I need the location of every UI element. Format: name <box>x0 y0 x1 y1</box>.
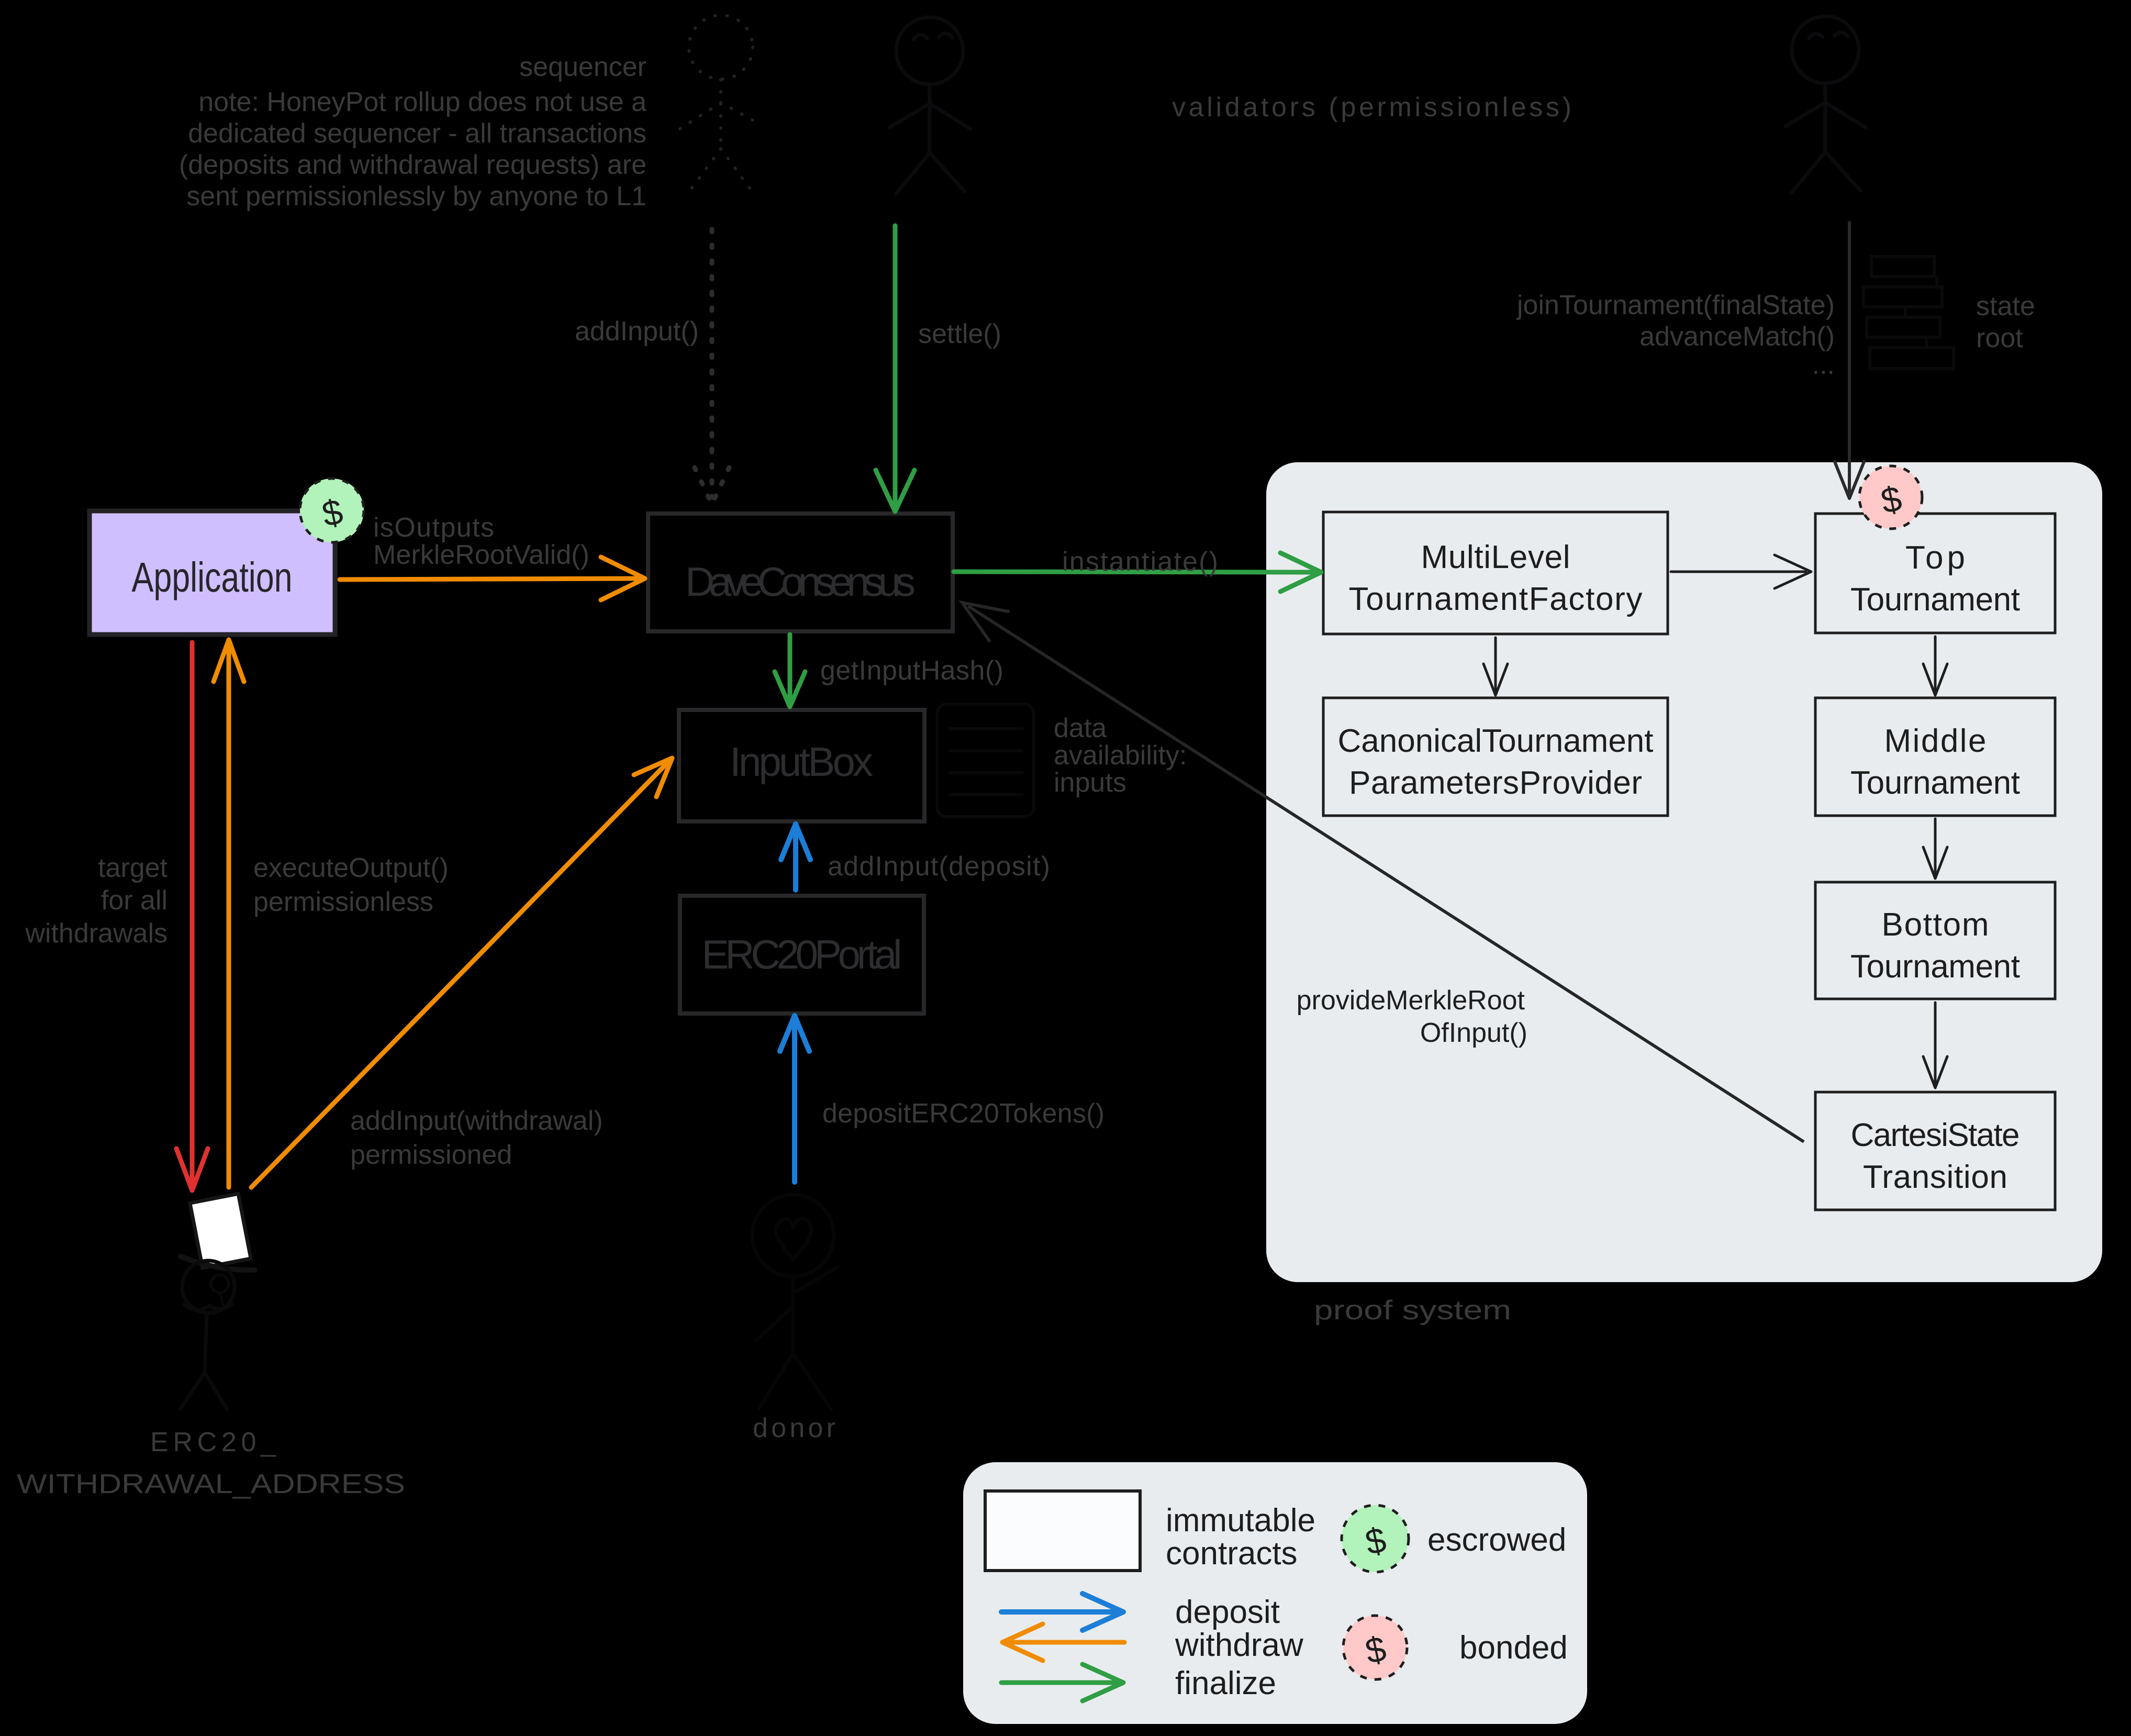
svg-text:deposit: deposit <box>1175 1594 1280 1630</box>
svg-text:note: HoneyPot rollup does not: note: HoneyPot rollup does not use a <box>198 87 646 117</box>
svg-text:provideMerkleRoot: provideMerkleRoot <box>1297 985 1525 1016</box>
svg-text:DaveConsensus: DaveConsensus <box>685 559 916 605</box>
svg-text:Tournament: Tournament <box>1850 582 2020 618</box>
svg-text:immutable: immutable <box>1166 1503 1315 1539</box>
svg-text:data: data <box>1054 713 1107 743</box>
svg-text:settle(): settle() <box>918 319 1001 349</box>
svg-text:root: root <box>1976 323 2023 353</box>
svg-text:Middle: Middle <box>1884 723 1987 759</box>
svg-text:CartesiState: CartesiState <box>1851 1117 2020 1153</box>
svg-text:InputBox: InputBox <box>730 739 873 785</box>
svg-text:ParametersProvider: ParametersProvider <box>1349 765 1642 801</box>
svg-text:executeOutput(): executeOutput() <box>253 853 449 883</box>
svg-text:Tournament: Tournament <box>1850 765 2020 801</box>
svg-text:TournamentFactory: TournamentFactory <box>1349 581 1643 617</box>
svg-text:Bottom: Bottom <box>1882 907 1989 943</box>
svg-text:CanonicalTournament: CanonicalTournament <box>1338 723 1654 759</box>
svg-text:MerkleRootValid(): MerkleRootValid() <box>373 540 589 570</box>
svg-text:...: ... <box>1812 350 1835 380</box>
svg-text:escrowed: escrowed <box>1427 1522 1566 1558</box>
svg-text:Application: Application <box>132 554 293 600</box>
svg-text:getInputHash(): getInputHash() <box>820 655 1003 686</box>
svg-text:validators (permissionless): validators (permissionless) <box>1172 92 1571 123</box>
svg-text:isOutputs: isOutputs <box>373 513 494 543</box>
svg-text:permissioned: permissioned <box>350 1140 512 1170</box>
svg-text:availability:: availability: <box>1054 740 1187 771</box>
svg-text:proof system: proof system <box>1314 1295 1511 1326</box>
svg-text:Transition: Transition <box>1863 1159 2007 1195</box>
svg-text:dedicated sequencer - all tran: dedicated sequencer - all transactions <box>188 118 646 149</box>
svg-text:sequencer: sequencer <box>519 52 646 82</box>
svg-text:(deposits and withdrawal reque: (deposits and withdrawal requests) are <box>179 150 646 180</box>
svg-text:withdrawals: withdrawals <box>25 918 168 949</box>
svg-text:contracts: contracts <box>1166 1535 1298 1572</box>
svg-text:for all: for all <box>101 885 168 916</box>
svg-text:advanceMatch(): advanceMatch() <box>1639 321 1835 352</box>
svg-text:OfInput(): OfInput() <box>1420 1018 1527 1048</box>
svg-text:finalize: finalize <box>1175 1665 1276 1701</box>
svg-text:depositERC20Tokens(): depositERC20Tokens() <box>822 1098 1104 1129</box>
svg-text:bonded: bonded <box>1459 1630 1568 1666</box>
svg-text:addInput(withdrawal): addInput(withdrawal) <box>350 1106 603 1136</box>
svg-text:WITHDRAWAL_ADDRESS: WITHDRAWAL_ADDRESS <box>17 1469 405 1499</box>
svg-text:state: state <box>1976 291 2035 321</box>
svg-text:joinTournament(finalState): joinTournament(finalState) <box>1516 290 1835 320</box>
svg-text:Tournament: Tournament <box>1850 949 2020 985</box>
svg-text:target: target <box>98 853 168 883</box>
svg-text:ERC20Portal: ERC20Portal <box>702 931 902 977</box>
svg-text:addInput(): addInput() <box>575 316 699 347</box>
svg-text:permissionless: permissionless <box>253 887 433 917</box>
svg-text:inputs: inputs <box>1054 767 1126 798</box>
svg-text:Top: Top <box>1905 540 1965 576</box>
svg-text:MultiLevel: MultiLevel <box>1421 539 1570 575</box>
svg-text:addInput(deposit): addInput(deposit) <box>828 851 1050 882</box>
svg-text:sent permissionlessly by anyon: sent permissionlessly by anyone to L1 <box>186 181 646 212</box>
svg-text:instantiate(): instantiate() <box>1062 547 1218 577</box>
svg-text:donor: donor <box>753 1413 835 1443</box>
svg-text:withdraw: withdraw <box>1175 1627 1303 1663</box>
